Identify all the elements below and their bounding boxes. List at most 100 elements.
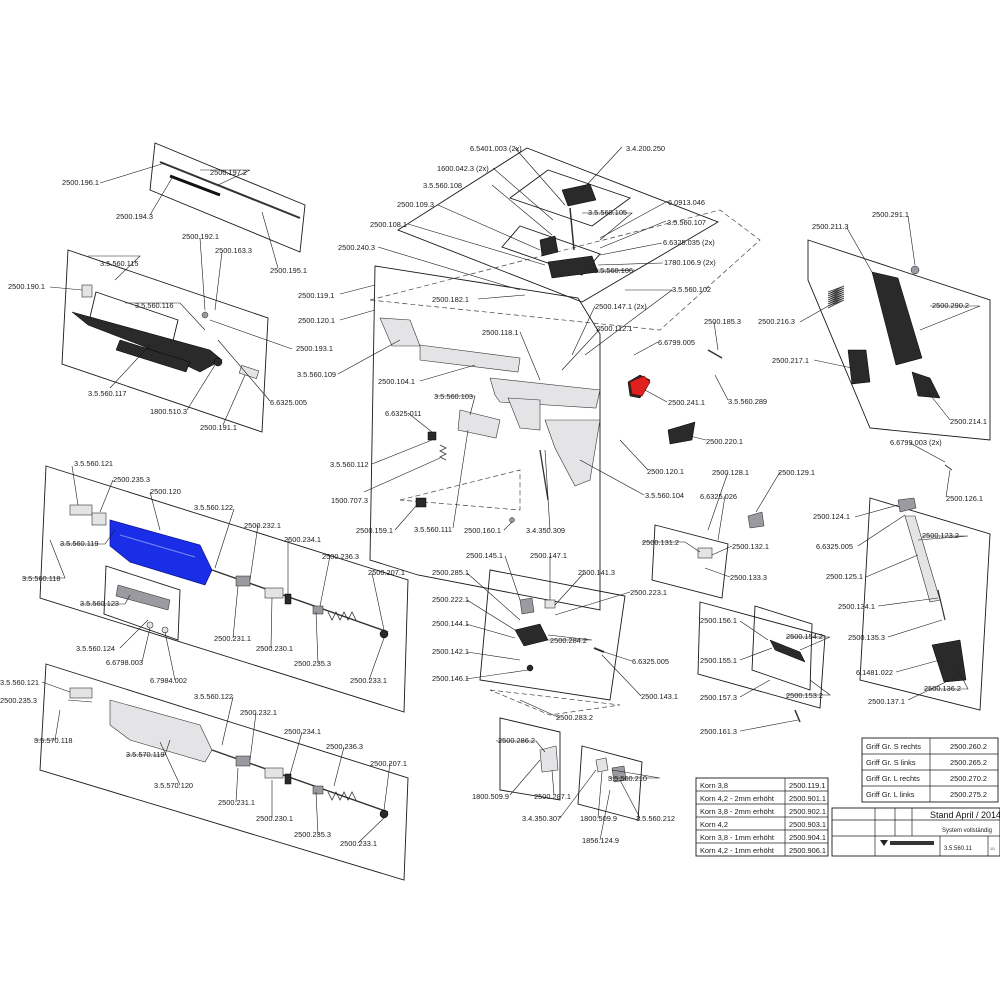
part-label: 6.6798.003 xyxy=(106,658,143,667)
part-label: 2500.284.2 xyxy=(550,636,587,645)
part-label: 6.6799.003 (2x) xyxy=(890,438,942,447)
part-label: 2500.220.1 xyxy=(706,437,743,446)
korn-table: Korn 3,8 2500.119.1 Korn 4,2 - 2mm erhöh… xyxy=(695,777,829,857)
grip-code: 2500.275.2 xyxy=(950,790,987,799)
part-label: 3.5.560.102 xyxy=(672,285,711,294)
part-label: 2500.157.3 xyxy=(700,693,737,702)
part-label: 2500.109.3 xyxy=(397,200,434,209)
part-label: 2500.207.1 xyxy=(370,759,407,768)
part-label: 2500.133.3 xyxy=(730,573,767,582)
part-label: 2500.216.3 xyxy=(758,317,795,326)
part-label: 2500.126.1 xyxy=(946,494,983,503)
part-label: 2500.241.1 xyxy=(668,398,705,407)
part-label: 2500.104.1 xyxy=(378,377,415,386)
part-label: 2500.108.1 xyxy=(370,220,407,229)
part-label: 3.5.560.106 xyxy=(594,266,633,275)
part-label: 2500.214.1 xyxy=(950,417,987,426)
korn-code: 2500.906.1 xyxy=(789,846,826,855)
part-label: 2500.196.1 xyxy=(62,178,99,187)
part-label: 2500.144.1 xyxy=(432,619,469,628)
part-label: 2500.285.1 xyxy=(432,568,469,577)
part-label: 2500.135.3 xyxy=(848,633,885,642)
part-label: 2500.163.3 xyxy=(215,246,252,255)
part-graphics xyxy=(69,161,967,819)
part-label: 2500.211.3 xyxy=(812,222,848,231)
part-label: 3.4.350.309 xyxy=(526,526,565,535)
part-label: 1800.510.3 xyxy=(150,407,187,416)
part-label: 3.5.560.210 xyxy=(608,774,647,783)
part-label: 2500.118.1 xyxy=(482,328,518,337)
part-label: 2500.153.2 xyxy=(786,691,823,700)
part-label: 3.5.560.212 xyxy=(636,814,675,823)
korn-code: 2500.902.1 xyxy=(789,807,826,816)
leader-lines xyxy=(22,146,981,844)
korn-name: Korn 3,8 - 1mm erhöht xyxy=(700,833,774,842)
part-label: 6.6325.005 xyxy=(270,398,307,407)
stand-date: Stand April / 2014 xyxy=(930,810,1000,820)
part-label: 2500.290.2 xyxy=(932,301,969,310)
part-label: 2500.195.1 xyxy=(270,266,307,275)
part-label: 2500.134.1 xyxy=(838,602,875,611)
part-label: 2500.193.1 xyxy=(296,344,333,353)
part-label: 2500.142.1 xyxy=(432,647,469,656)
part-label: 2500.286.2 xyxy=(498,736,535,745)
korn-code: 2500.903.1 xyxy=(789,820,826,829)
part-label: 6.6799.005 xyxy=(658,338,695,347)
part-label: 3.5.560.122 xyxy=(194,692,233,701)
part-label: 1600.042.3 (2x) xyxy=(437,164,489,173)
part-label: 2500.235.3 xyxy=(113,475,150,484)
part-label: 3.5.560.122 xyxy=(194,503,233,512)
part-label: 2500.146.1 xyxy=(432,674,469,683)
part-label: 2500.160.1 xyxy=(464,526,501,535)
part-label: 2500.223.1 xyxy=(630,588,667,597)
part-label: 1500.707.3 xyxy=(331,496,368,505)
designation: System vollständig xyxy=(942,828,992,834)
part-label: 2500.236.3 xyxy=(326,742,363,751)
part-label: 2500.129.1 xyxy=(778,468,815,477)
part-label: 2500.128.1 xyxy=(712,468,749,477)
part-label: 2500.136.2 xyxy=(924,684,961,693)
korn-code: 2500.119.1 xyxy=(789,781,825,790)
part-label: 2500.156.1 xyxy=(700,616,737,625)
part-label: 6.0913.046 xyxy=(668,198,705,207)
part-label: 3.5.560.117 xyxy=(88,389,127,398)
part-label: 6.6325.005 xyxy=(816,542,853,551)
part-label: 1856.124.9 xyxy=(582,836,619,845)
korn-name: Korn 3,8 - 2mm erhöht xyxy=(700,807,774,816)
part-label: 2500.217.1 xyxy=(772,356,809,365)
part-label: 3.5.560.109 xyxy=(297,370,336,379)
part-label: 2500.287.1 xyxy=(534,792,571,801)
korn-code: 2500.901.1 xyxy=(789,794,826,803)
part-label: 2500.123.2 xyxy=(922,531,959,540)
part-label: 1780.106.9 (2x) xyxy=(664,258,716,267)
part-label: 6.6325.026 xyxy=(700,492,737,501)
part-label: 2500.132.1 xyxy=(732,542,769,551)
part-label: 2500.154.2 xyxy=(786,632,823,641)
part-label: 6.6325.011 xyxy=(385,409,421,418)
grip-table: Griff Gr. S rechts 2500.260.2 Griff Gr. … xyxy=(861,737,999,803)
grip-name: Griff Gr. L links xyxy=(866,790,915,799)
part-label: 3.5.560.104 xyxy=(645,491,684,500)
part-label: 3.5.570.118 xyxy=(34,736,73,745)
part-label: 2500.231.1 xyxy=(218,798,255,807)
part-label: 3.5.560.119 xyxy=(60,539,99,548)
part-label: 3.5.560.111 xyxy=(414,525,452,534)
part-label: 2500.120.1 xyxy=(647,467,684,476)
part-label: 3.4.350.307 xyxy=(522,814,561,823)
part-label: 2500.143.1 xyxy=(641,692,678,701)
part-label: 3.5.570.120 xyxy=(154,781,193,790)
part-label: 2500.145.1 xyxy=(466,551,503,560)
part-label: 2500.125.1 xyxy=(826,572,863,581)
part-label: 2500.207.1 xyxy=(368,568,405,577)
part-label: 3.5.560.103 xyxy=(434,392,473,401)
part-label: 3.5.560.112 xyxy=(330,460,369,469)
part-label: 2500.194.3 xyxy=(116,212,153,221)
part-label: 2500.124.1 xyxy=(813,512,850,521)
part-label: 3.5.560.116 xyxy=(135,301,174,310)
korn-name: Korn 4,2 xyxy=(700,820,728,829)
part-label: 3.5.560.289 xyxy=(728,397,767,406)
grip-name: Griff Gr. S rechts xyxy=(866,742,921,751)
korn-name: Korn 3,8 xyxy=(700,781,728,790)
part-label: 2500.141.3 xyxy=(578,568,615,577)
part-label: 2500.235.3 xyxy=(294,659,331,668)
